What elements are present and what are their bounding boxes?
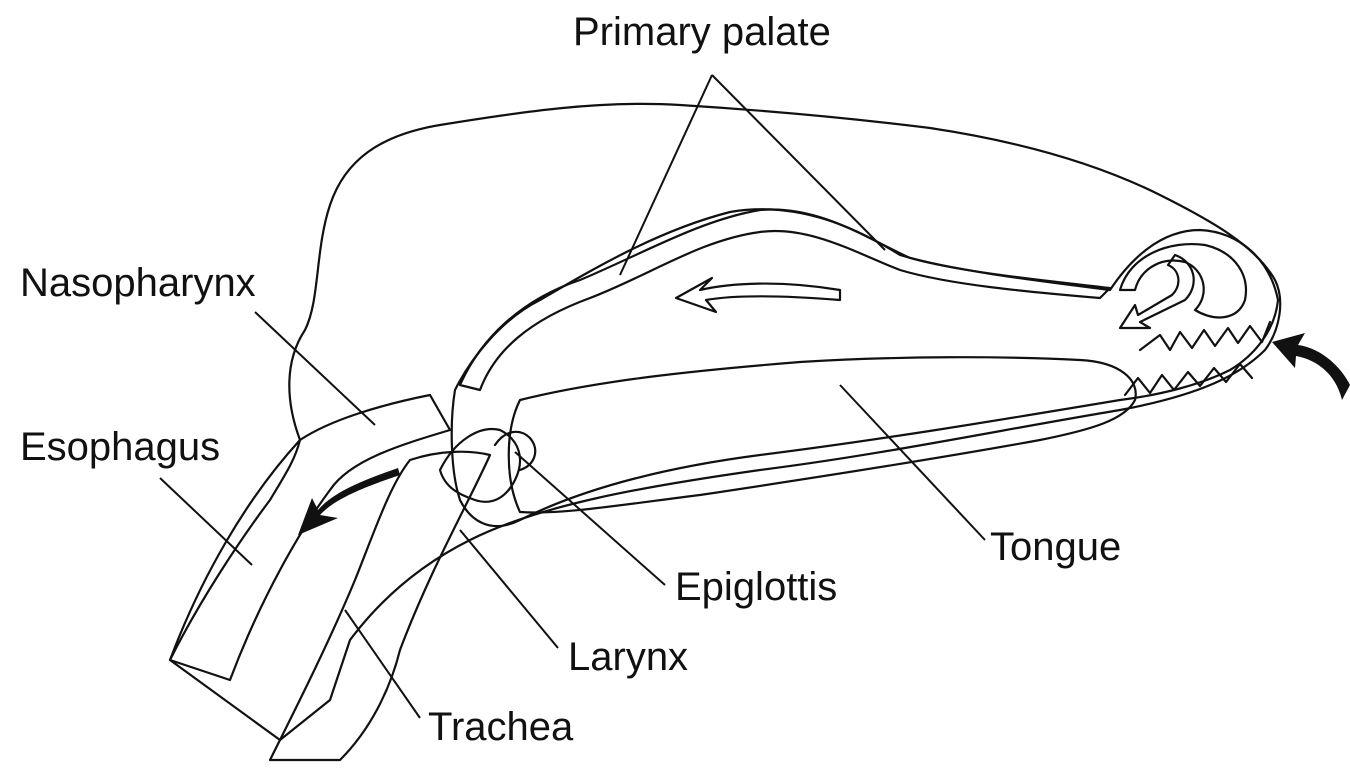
upper-teeth	[1140, 322, 1270, 350]
label-trachea: Trachea	[428, 705, 574, 749]
label-nasopharynx: Nasopharynx	[20, 261, 256, 305]
leader-nasopharynx	[255, 312, 375, 425]
tongue-shape	[509, 357, 1136, 512]
leader-primary-palate-b	[712, 75, 885, 250]
label-epiglottis: Epiglottis	[675, 565, 837, 609]
airflow-arrow-nasal	[1120, 255, 1194, 328]
leader-tongue	[840, 385, 985, 540]
leader-larynx	[460, 530, 558, 648]
leader-epiglottis	[515, 452, 665, 585]
label-larynx: Larynx	[568, 635, 688, 679]
swallow-arrow-esophagus	[298, 468, 400, 535]
airflow-arrow-palate	[676, 278, 840, 312]
label-tongue: Tongue	[990, 525, 1121, 569]
external-curved-arrow	[1272, 333, 1350, 400]
oral-cavity	[452, 209, 1278, 526]
label-esophagus: Esophagus	[20, 425, 220, 469]
label-primary-palate: Primary palate	[573, 10, 831, 54]
